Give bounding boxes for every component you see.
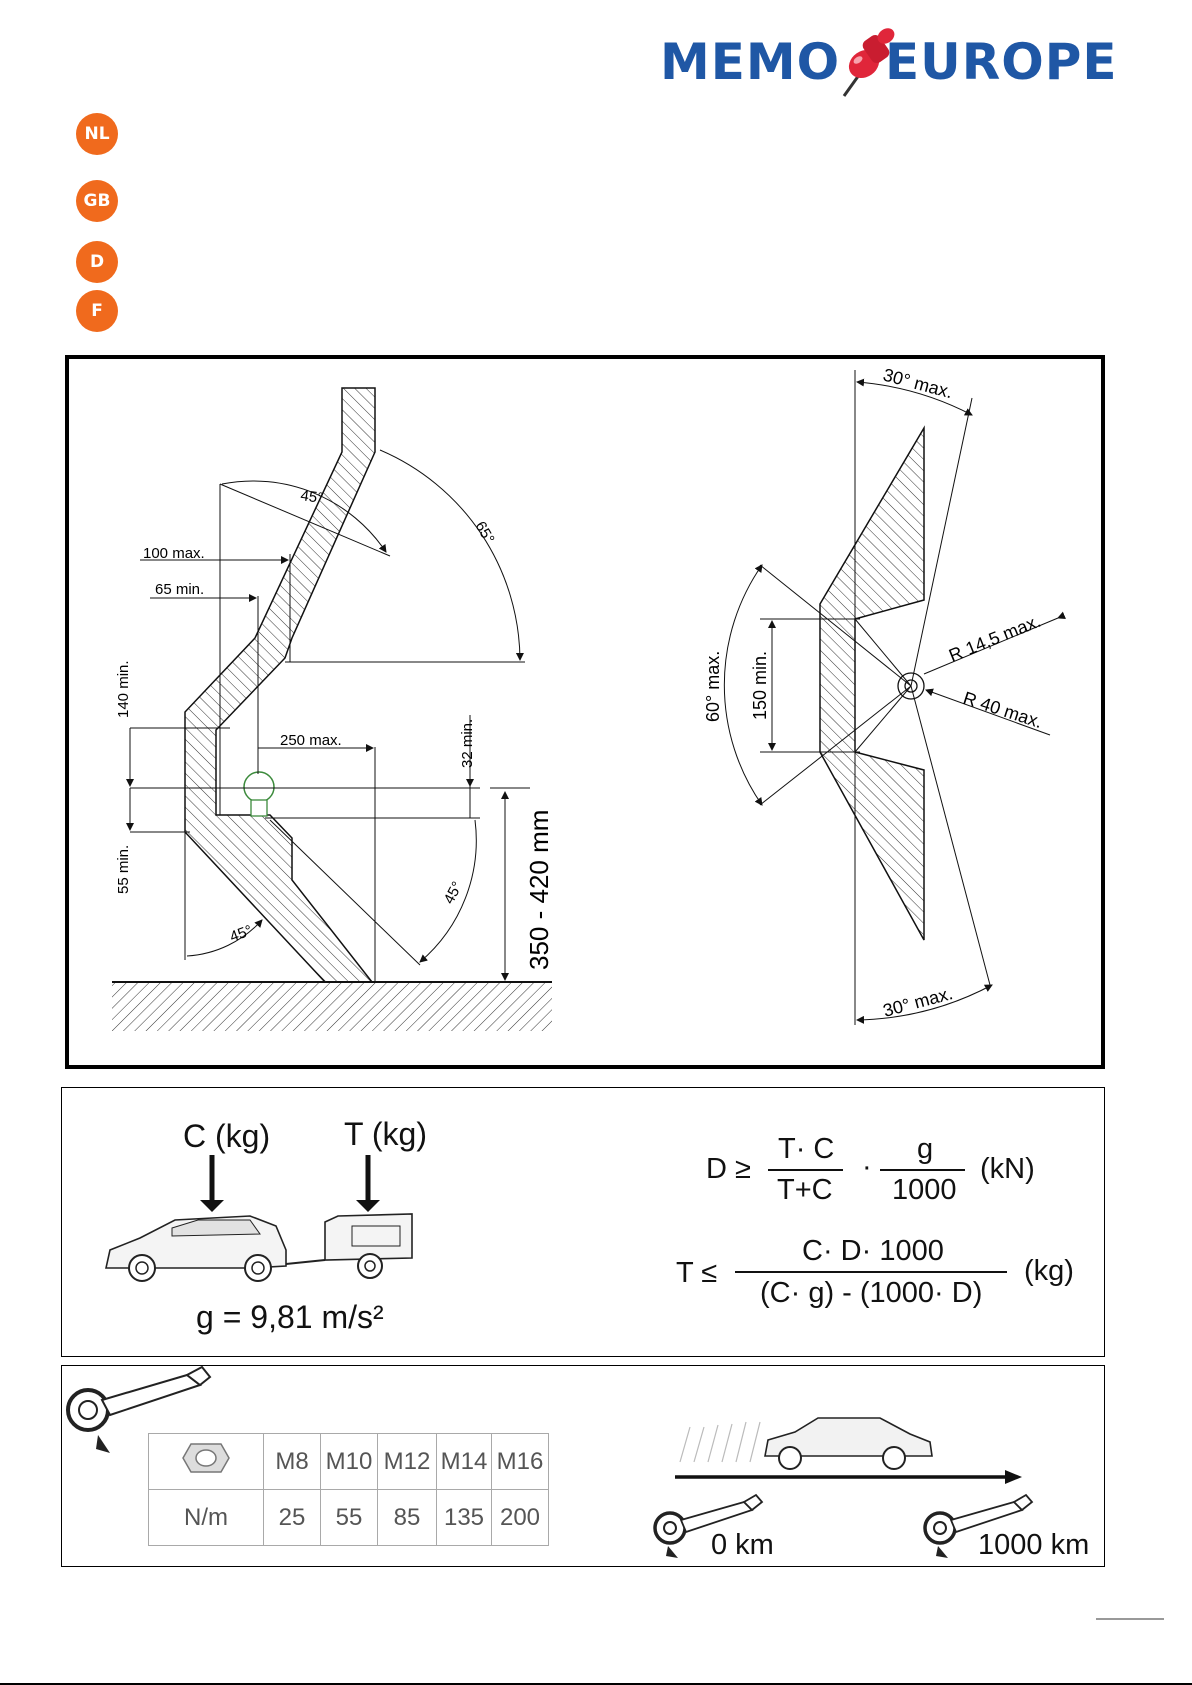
angle-45-bottom-label: 45°: [228, 922, 255, 946]
t-formula-fraction-bar: [735, 1271, 1007, 1273]
start-km-label: 0 km: [711, 1529, 774, 1561]
angle-45-right-label: 45°: [441, 879, 467, 907]
language-badge-f: F: [76, 290, 118, 332]
dim-250-max-label: 250 max.: [280, 732, 342, 749]
dim-100-max-label: 100 max.: [143, 545, 205, 562]
t-formula-lhs: T ≤: [676, 1257, 718, 1289]
table-row-label: N/m: [148, 1489, 264, 1546]
logo-text-memo: MEMO: [660, 33, 841, 91]
table-cell: 55: [320, 1489, 378, 1546]
table-header-cell: M16: [491, 1433, 549, 1490]
d-formula-fraction-bar-1: [768, 1169, 843, 1171]
nut-icon-cell: [148, 1433, 264, 1490]
d-formula-den1: T+C: [777, 1174, 833, 1206]
ground: [112, 981, 552, 1031]
dim-150-min-label: 150 min.: [750, 651, 770, 720]
pushpin-icon: [842, 28, 895, 97]
car-with-trailer-illustration: [105, 1155, 413, 1282]
table-header-cell: M8: [263, 1433, 321, 1490]
t-formula-num: C· D· 1000: [802, 1235, 944, 1267]
angle-60-label: 60° max.: [703, 651, 723, 722]
moving-car-illustration: [675, 1417, 1022, 1484]
torque-wrench-icon: [66, 1365, 212, 1453]
radius-40-label: R 40 max.: [961, 688, 1045, 732]
dim-140-min-label: 140 min.: [115, 660, 132, 718]
check-km-label: 1000 km: [978, 1529, 1090, 1561]
logo-text-europe: EUROPE: [885, 33, 1118, 91]
nut-icon: [182, 1443, 230, 1473]
page-bottom-rule: [0, 1683, 1192, 1685]
gravity-constant: g = 9,81 m/s²: [196, 1299, 384, 1335]
d-formula-dot: ·: [862, 1151, 872, 1183]
torque-table: M8 M10 M12 M14 M16 N/m 25 55 85 135 200: [148, 1433, 549, 1546]
t-formula-unit: (kg): [1024, 1255, 1074, 1287]
table-header-cell: M14: [436, 1433, 492, 1490]
table-row: N/m 25 55 85 135 200: [148, 1489, 549, 1546]
d-formula-lhs: D ≥: [706, 1153, 751, 1185]
tightening-torque-panel: [61, 1365, 1105, 1567]
height-range-label: 350 - 420 mm: [524, 810, 554, 970]
wrench-0km-icon: [653, 1493, 764, 1558]
table-cell: 85: [377, 1489, 437, 1546]
d-formula-fraction-bar-2: [880, 1169, 965, 1171]
language-badge-nl: NL: [76, 113, 118, 155]
footer-rule: [1096, 1618, 1164, 1620]
angle-30-top-label: 30° max.: [881, 365, 955, 403]
angle-65-label: 65°: [472, 519, 498, 547]
radius-14-5-label: R 14,5 max.: [946, 611, 1043, 666]
d-formula-unit: (kN): [980, 1153, 1035, 1185]
language-badge-gb: GB: [76, 180, 118, 222]
dim-65-min-label: 65 min.: [155, 581, 204, 598]
wrench-1000km-icon: [923, 1493, 1034, 1558]
d-formula-num1: T· C: [778, 1133, 835, 1165]
table-row: M8 M10 M12 M14 M16: [148, 1433, 549, 1490]
table-cell: 25: [263, 1489, 321, 1546]
table-cell: 135: [436, 1489, 492, 1546]
angle-30-bottom-label: 30° max.: [881, 983, 955, 1021]
d-formula-den2: 1000: [892, 1174, 957, 1206]
table-header-cell: M10: [320, 1433, 378, 1490]
t-formula-den: (C· g) - (1000· D): [760, 1277, 983, 1309]
d-formula-num2: g: [917, 1133, 934, 1165]
table-header-cell: M12: [377, 1433, 437, 1490]
brand-logo: MEMO EUROPE: [660, 28, 1120, 100]
dim-55-min-label: 55 min.: [115, 845, 132, 894]
tow-ball-dimension-diagram: [65, 355, 1105, 1069]
bumper-profile: [184, 387, 376, 983]
tow-ball: [243, 771, 275, 817]
dim-32-min-label: 32 min.: [459, 719, 476, 768]
language-badge-d: D: [76, 241, 118, 283]
trailer-mass-label: T (kg): [344, 1116, 427, 1152]
towing-capacity-formula-panel: [61, 1087, 1105, 1357]
car-mass-label: C (kg): [183, 1118, 271, 1154]
table-cell: 200: [491, 1489, 549, 1546]
angle-45-top-label: 45°: [299, 487, 324, 507]
